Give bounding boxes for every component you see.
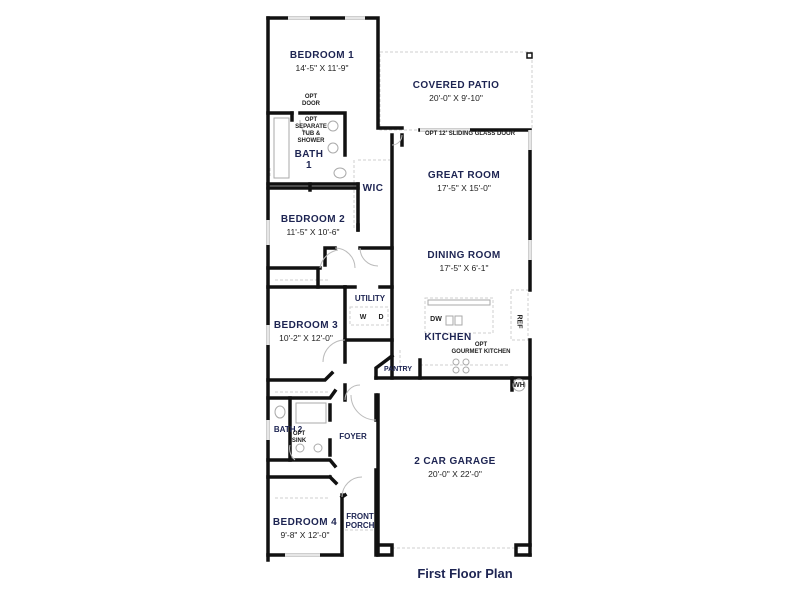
bedroom1-dim: 14'-5" X 11'-9" — [295, 63, 349, 73]
dining-room-label: DINING ROOM — [427, 250, 501, 261]
water-heater-label: WH — [513, 382, 525, 389]
front-porch-label-line2: PORCH — [345, 521, 375, 530]
plan-title: First Floor Plan — [417, 566, 513, 581]
dryer-label: D — [378, 314, 384, 321]
gourmet-note-1: OPT — [474, 342, 488, 348]
bath1-label-line1: BATH — [294, 149, 324, 160]
bedroom4-dim: 9'-8" X 12'-0" — [280, 530, 330, 540]
opt-sink-note-1: OPT — [292, 431, 306, 437]
washer-label: W — [359, 314, 367, 321]
kitchen-label: KITCHEN — [424, 332, 472, 343]
bedroom3-label: BEDROOM 3 — [273, 320, 339, 331]
opt-tub-note-2: SEPARATE — [295, 124, 327, 130]
door-swings — [289, 119, 403, 498]
bedroom3-dim: 10'-2" X 12'-0" — [279, 333, 333, 343]
opt-tub-note-4: SHOWER — [297, 138, 325, 144]
utility-label: UTILITY — [354, 294, 386, 303]
dishwasher-label: DW — [430, 316, 442, 323]
opt-tub-note-3: TUB & — [301, 131, 321, 137]
pantry-label: PANTRY — [384, 366, 412, 373]
bath2-label: BATH 2 — [273, 425, 303, 434]
wic-label: WIC — [362, 183, 384, 194]
patio-post — [526, 52, 533, 59]
bedroom2-dim: 11'-5" X 10'-6" — [286, 227, 340, 237]
opt-door-note-2: DOOR — [302, 101, 320, 107]
covered-patio-dim: 20'-0" X 9'-10" — [429, 93, 483, 103]
dining-room-dim: 17'-5" X 6'-1" — [439, 263, 489, 273]
garage-dim: 20'-0" X 22'-0" — [428, 469, 482, 479]
opt-door-note-1: OPT — [304, 94, 318, 100]
great-room-dim: 17'-5" X 15'-0" — [437, 183, 491, 193]
opt-sink-note-2: SINK — [291, 438, 307, 444]
bedroom4-label: BEDROOM 4 — [272, 517, 338, 528]
opt-tub-note-1: OPT — [304, 117, 318, 123]
foyer-label: FOYER — [339, 432, 367, 441]
bedroom2-label: BEDROOM 2 — [280, 214, 346, 225]
windows — [266, 16, 532, 557]
sliding-door-note: OPT 12' SLIDING GLASS DOOR — [424, 131, 516, 137]
bath1-label-line2: 1 — [306, 160, 312, 171]
covered-patio-label: COVERED PATIO — [412, 80, 500, 91]
fixtures — [273, 117, 526, 453]
front-porch-label-line1: FRONT — [346, 512, 374, 521]
gourmet-note-2: GOURMET KITCHEN — [451, 349, 511, 355]
garage-label: 2 CAR GARAGE — [414, 456, 496, 467]
bedroom1-label: BEDROOM 1 — [289, 50, 355, 61]
refrigerator-label: REF — [515, 314, 523, 329]
great-room-label: GREAT ROOM — [427, 170, 501, 181]
